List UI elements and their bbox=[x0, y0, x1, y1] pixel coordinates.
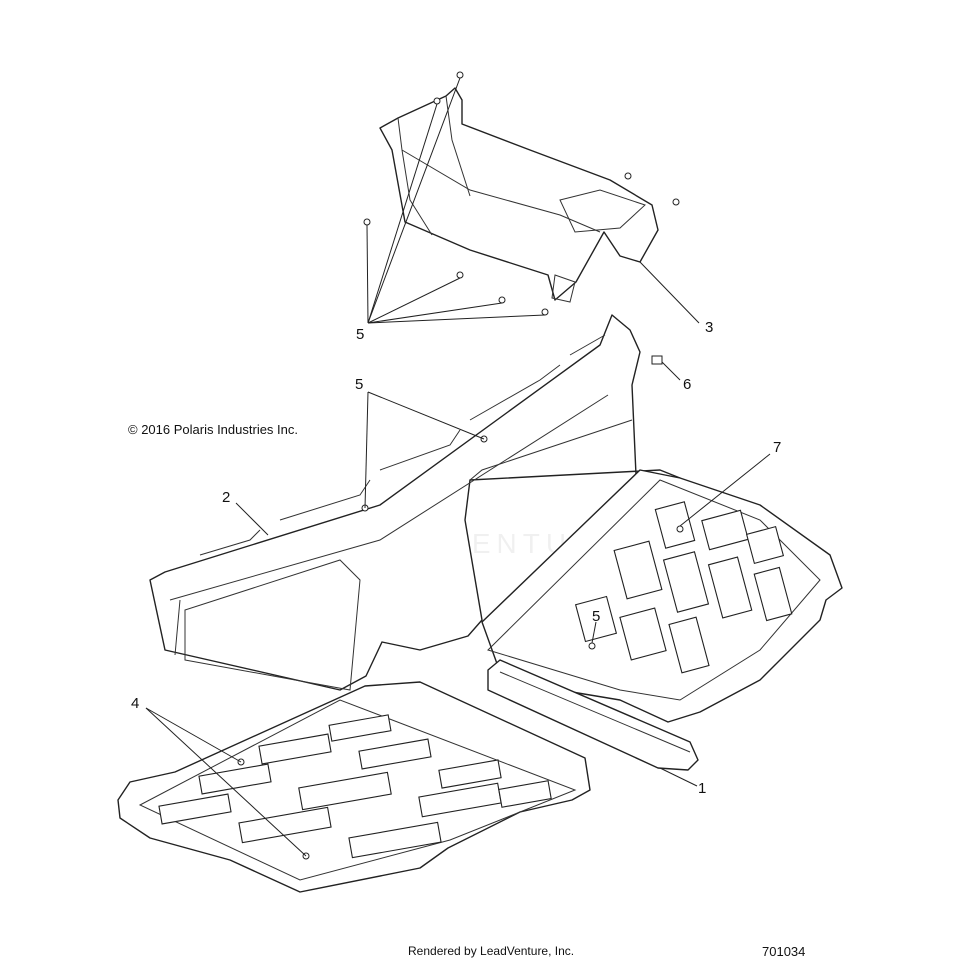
callout-5-middle: 5 bbox=[355, 376, 363, 393]
part-3-rear-panel[interactable] bbox=[379, 87, 659, 303]
callout-2: 2 bbox=[222, 489, 230, 506]
part-4-left-floor[interactable] bbox=[117, 681, 591, 893]
diagram-number: 701034 bbox=[762, 944, 806, 959]
callout-5-upper: 5 bbox=[356, 326, 364, 343]
copyright-text: © 2016 Polaris Industries Inc. bbox=[128, 422, 298, 437]
leader-lines bbox=[145, 77, 771, 857]
callout-1: 1 bbox=[698, 780, 706, 797]
callout-3: 3 bbox=[705, 319, 713, 336]
rendered-by-text: Rendered by LeadVenture, Inc. bbox=[408, 944, 575, 958]
callout-6: 6 bbox=[683, 376, 691, 393]
callout-7: 7 bbox=[773, 439, 781, 456]
part-1-right-floor[interactable] bbox=[481, 469, 843, 771]
part-2-bulkhead[interactable] bbox=[149, 314, 681, 691]
callout-5-right: 5 bbox=[592, 608, 600, 625]
callout-4: 4 bbox=[131, 695, 139, 712]
